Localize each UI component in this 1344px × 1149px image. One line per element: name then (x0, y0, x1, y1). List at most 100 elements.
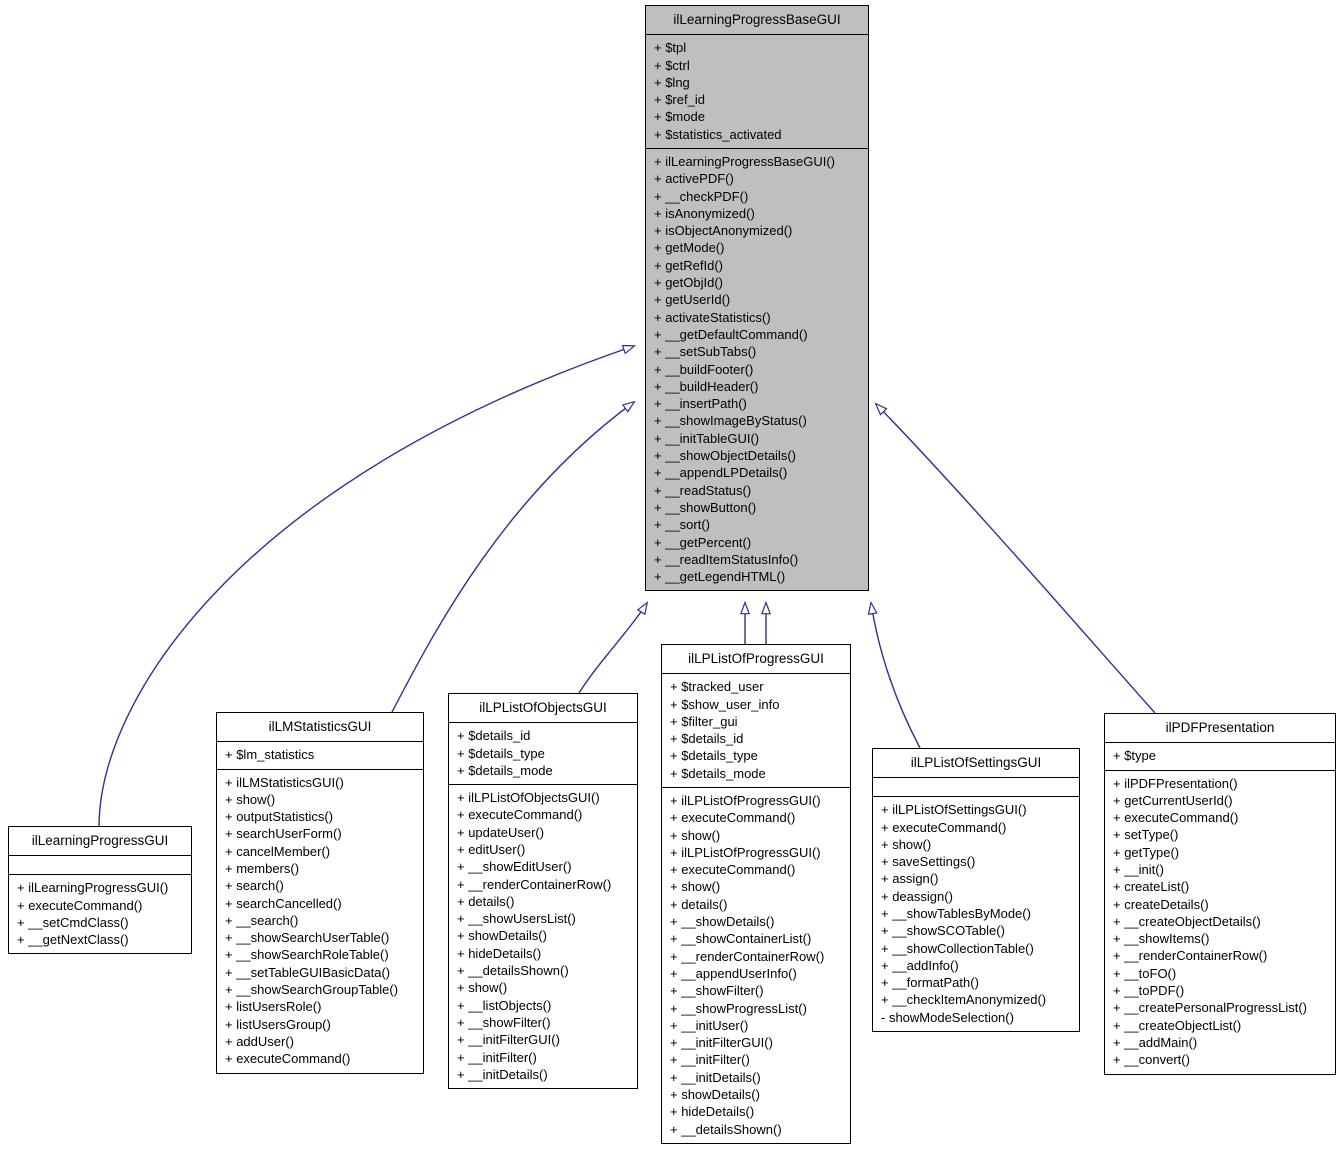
class-node-il-pdf-presentation[interactable]: ilPDFPresentation + $type + ilPDFPresent… (1104, 713, 1336, 1075)
method-row: + addUser() (225, 1033, 294, 1049)
method-row: + isAnonymized() (654, 205, 755, 221)
method-row: + __addInfo() (881, 957, 959, 973)
method-row: + outputStatistics() (225, 809, 334, 825)
method-row: + __initUser() (670, 1017, 749, 1033)
method-row: + __createObjectDetails() (1113, 913, 1261, 929)
method-row: + ilLPListOfProgressGUI() (670, 844, 821, 860)
method-row: + ilPDFPresentation() (1113, 775, 1238, 791)
method-row: + searchUserForm() (225, 826, 342, 842)
method-row: + __toPDF() (1113, 983, 1185, 999)
method-row: + __toFO() (1113, 965, 1177, 981)
attributes-compartment: + $details_id + $details_type + $details… (449, 723, 637, 786)
method-row: + __buildHeader() (654, 378, 759, 394)
method-row: + executeCommand() (1113, 810, 1239, 826)
method-row: + __addMain() (1113, 1034, 1198, 1050)
method-row: + ilLPListOfProgressGUI() (670, 792, 821, 808)
method-row: + __appendUserInfo() (670, 965, 797, 981)
method-row: + assign() (881, 871, 939, 887)
class-title: ilLMStatisticsGUI (217, 713, 423, 743)
method-row: + details() (457, 893, 515, 909)
method-row: + __init() (1113, 861, 1164, 877)
method-row: + getMode() (654, 240, 725, 256)
method-row: + __showFilter() (457, 1014, 551, 1030)
method-row: + __search() (225, 912, 299, 928)
method-row: + __getNextClass() (17, 932, 129, 948)
method-row: - showModeSelection() (881, 1009, 1014, 1025)
method-row: + __showFilter() (670, 983, 764, 999)
method-row: + ilLPListOfSettingsGUI() (881, 802, 1027, 818)
method-row: + search() (225, 878, 284, 894)
attributes-compartment: + $tpl + $ctrl + $lng + $ref_id + $mode … (646, 35, 868, 149)
attributes-compartment: + $tracked_user + $show_user_info + $fil… (662, 674, 850, 788)
method-row: + __showEditUser() (457, 859, 572, 875)
method-row: + __formatPath() (881, 975, 979, 991)
methods-compartment: + ilLearningProgressBaseGUI() + activePD… (646, 149, 868, 590)
class-node-il-lm-statistics-gui[interactable]: ilLMStatisticsGUI + $lm_statistics + ilL… (216, 712, 424, 1074)
method-row: + show() (670, 879, 721, 895)
method-row: + saveSettings() (881, 854, 976, 870)
method-row: + isObjectAnonymized() (654, 223, 793, 239)
attribute-row: + $details_id (670, 731, 744, 747)
method-row: + __insertPath() (654, 396, 747, 412)
method-row: + __getPercent() (654, 534, 752, 550)
methods-compartment: + ilLMStatisticsGUI() + show() + outputS… (217, 770, 423, 1073)
methods-compartment: + ilLPListOfProgressGUI() + executeComma… (662, 788, 850, 1143)
method-row: + searchCancelled() (225, 895, 342, 911)
edge-lm-statistics-gui (391, 402, 634, 713)
attribute-row: + $details_id (457, 728, 531, 744)
method-row: + __buildFooter() (654, 361, 754, 377)
method-row: + show() (225, 791, 276, 807)
class-node-il-lp-list-of-settings-gui[interactable]: ilLPListOfSettingsGUI + ilLPListOfSettin… (872, 748, 1080, 1033)
method-row: + __renderContainerRow() (670, 948, 825, 964)
method-row: + ilLMStatisticsGUI() (225, 774, 344, 790)
class-node-il-lp-list-of-objects-gui[interactable]: ilLPListOfObjectsGUI + $details_id + $de… (448, 693, 638, 1090)
method-row: + showDetails() (670, 1087, 760, 1103)
method-row: + show() (670, 827, 721, 843)
method-row: + __convert() (1113, 1052, 1190, 1068)
class-node-il-learning-progress-base-gui[interactable]: ilLearningProgressBaseGUI + $tpl + $ctrl… (645, 5, 869, 592)
method-row: + editUser() (457, 841, 526, 857)
method-row: + __showUsersList() (457, 911, 576, 927)
method-row: + getObjId() (654, 275, 724, 291)
attribute-row: + $statistics_activated (654, 126, 782, 142)
method-row: + hideDetails() (670, 1104, 755, 1120)
attribute-row: + $type (1113, 748, 1157, 764)
class-title: ilLPListOfSettingsGUI (873, 749, 1079, 779)
method-row: + listUsersGroup() (225, 1016, 331, 1032)
method-row: + __getDefaultCommand() (654, 326, 808, 342)
class-node-il-learning-progress-gui[interactable]: ilLearningProgressGUI + ilLearningProgre… (8, 826, 192, 955)
method-row: + __detailsShown() (670, 1121, 782, 1137)
attribute-row: + $details_type (670, 748, 758, 764)
method-row: + ilLearningProgressGUI() (17, 880, 169, 896)
method-row: + __createObjectList() (1113, 1017, 1242, 1033)
method-row: + details() (670, 896, 728, 912)
method-row: + createList() (1113, 879, 1190, 895)
method-row: + hideDetails() (457, 945, 542, 961)
method-row: + showDetails() (457, 928, 547, 944)
method-row: + createDetails() (1113, 896, 1209, 912)
attribute-row: + $ref_id (654, 92, 705, 108)
method-row: + executeCommand() (670, 810, 796, 826)
method-row: + getRefId() (654, 257, 724, 273)
method-row: + getType() (1113, 844, 1180, 860)
method-row: + __checkItemAnonymized() (881, 992, 1047, 1008)
method-row: + getCurrentUserId() (1113, 792, 1233, 808)
method-row: + __checkPDF() (654, 188, 749, 204)
method-row: + ilLearningProgressBaseGUI() (654, 153, 835, 169)
class-node-il-lp-list-of-progress-gui[interactable]: ilLPListOfProgressGUI + $tracked_user + … (661, 644, 851, 1144)
class-title: ilLearningProgressGUI (9, 827, 191, 857)
method-row: + __showObjectDetails() (654, 448, 796, 464)
method-row: + show() (457, 980, 508, 996)
method-row: + __renderContainerRow() (457, 876, 612, 892)
methods-compartment: + ilPDFPresentation() + getCurrentUserId… (1105, 771, 1335, 1074)
method-row: + __readStatus() (654, 482, 752, 498)
method-row: + __showSearchRoleTable() (225, 947, 389, 963)
attribute-row: + $lng (654, 74, 690, 90)
method-row: + __detailsShown() (457, 963, 569, 979)
attribute-row: + $details_mode (457, 762, 553, 778)
method-row: + __createPersonalProgressList() (1113, 1000, 1308, 1016)
method-row: + show() (881, 836, 932, 852)
method-row: + __showSearchUserTable() (225, 930, 390, 946)
method-row: + __setSubTabs() (654, 344, 757, 360)
